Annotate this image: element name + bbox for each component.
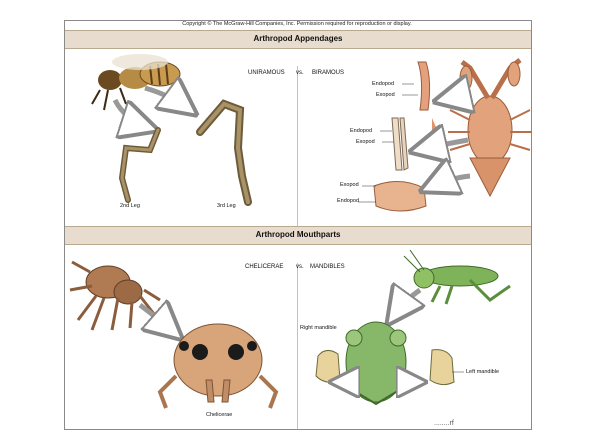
- bee-arrow-right: [145, 88, 190, 110]
- biramous-appendage-bottom: [374, 181, 426, 211]
- crayfish-arrow-middle: [418, 140, 468, 150]
- grasshopper-head-illustration: [346, 322, 406, 404]
- second-leg-illustration: [122, 130, 158, 200]
- crayfish-arrow-top: [442, 98, 470, 100]
- biramous-appendage-top: [418, 62, 440, 138]
- spider-arrow: [140, 305, 176, 334]
- left-mandible-illustration: [430, 350, 454, 385]
- spider-illustration: [70, 262, 160, 330]
- third-leg-illustration: [200, 104, 248, 202]
- bee-arrow-left: [115, 100, 150, 128]
- biramous-appendage-middle: [392, 118, 408, 170]
- bee-illustration: [92, 54, 180, 110]
- spider-head-illustration: [160, 324, 276, 408]
- grasshopper-arrow: [392, 290, 420, 318]
- right-mandible-illustration: [316, 350, 340, 382]
- crayfish-arrow-bottom: [428, 176, 470, 188]
- grasshopper-illustration: [404, 250, 510, 304]
